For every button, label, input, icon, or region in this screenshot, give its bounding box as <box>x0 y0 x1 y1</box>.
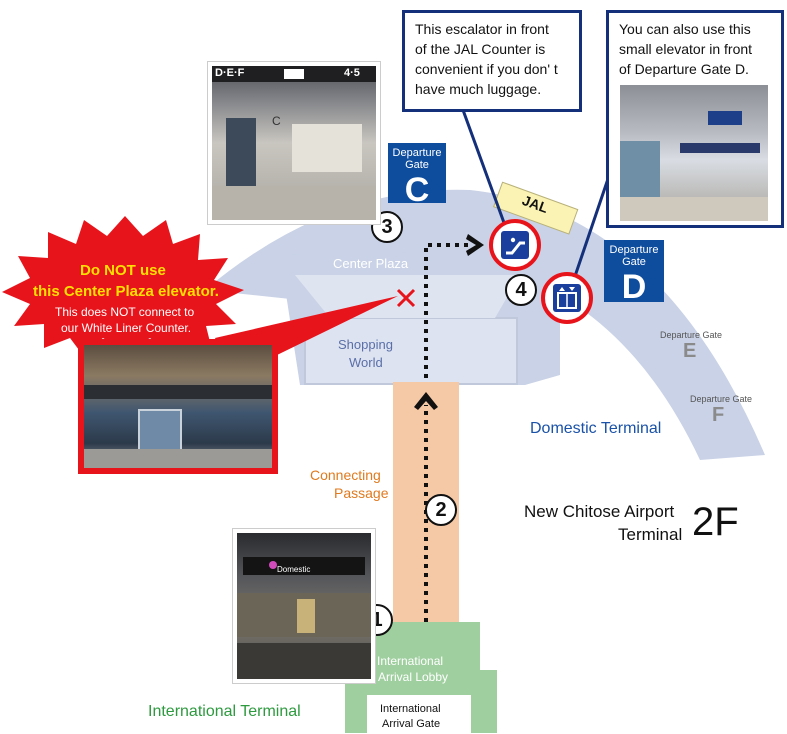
escalator-icon[interactable] <box>501 231 529 259</box>
photo-sign-45: 4·5 <box>344 67 360 79</box>
shopping-world-label1: Shopping <box>338 337 393 352</box>
arrow-up-icon <box>414 392 438 410</box>
jal-counter <box>493 181 579 235</box>
escalator-callout-line4: have much luggage. <box>415 81 542 97</box>
international-terminal-label: International Terminal <box>148 703 301 720</box>
photo-sign-domestic: Domestic <box>277 565 311 574</box>
gate-d-small2: Gate <box>622 256 646 268</box>
domestic-terminal-label: Domestic Terminal <box>530 420 662 437</box>
gate-c-small1: Departure <box>392 147 442 159</box>
gate-e-small: Departure Gate <box>660 330 723 340</box>
step-4-marker: 4 <box>505 274 537 306</box>
warning-starburst <box>2 216 244 354</box>
title-floor: 2F <box>692 500 739 544</box>
elevator-icon[interactable] <box>553 284 581 312</box>
arrow-right-icon <box>466 234 484 256</box>
gate-e-letter: E <box>683 340 697 362</box>
warning-line1: Do NOT use <box>80 262 166 279</box>
title-line2: Terminal <box>618 525 683 544</box>
intl-gate-label2: Arrival Gate <box>382 718 441 730</box>
center-plaza-elevator-photo <box>78 339 278 474</box>
gate-c-photo: D·E·F 4·5 C <box>208 62 380 224</box>
elevator-callout-line1: You can also use this <box>619 21 751 37</box>
gate-c-letter: C <box>404 171 430 209</box>
step-2-marker: 2 <box>425 494 457 526</box>
international-passage-photo: Domestic <box>233 529 375 683</box>
shopping-world-box <box>304 317 518 385</box>
connecting-passage-label1: Connecting <box>310 467 381 483</box>
center-plaza-label: Center Plaza <box>333 256 409 271</box>
elevator-photo <box>620 85 768 221</box>
intl-gate-label1: International <box>380 703 441 715</box>
gate-d-badge: Departure Gate D <box>604 240 664 306</box>
connecting-passage-label2: Passage <box>334 485 389 501</box>
elevator-callout: You can also use this small elevator in … <box>606 10 784 228</box>
intl-lobby-label2: Arrival Lobby <box>378 670 449 684</box>
gate-d-letter: D <box>621 268 647 306</box>
gate-d-small1: Departure <box>609 244 659 256</box>
escalator-callout-line1: This escalator in front <box>415 21 549 37</box>
photo-sign-def: D·E·F <box>215 67 245 79</box>
gate-f-letter: F <box>712 404 725 426</box>
gate-c-badge: Departure Gate C <box>388 143 446 209</box>
shopping-world-label2: World <box>349 355 383 370</box>
gate-f-small: Departure Gate <box>690 394 753 404</box>
warning-line3: This does NOT connect to <box>55 305 195 319</box>
elevator-callout-line2: small elevator in front <box>619 41 753 57</box>
intl-lobby-label1: International <box>377 654 444 668</box>
warning-line4: our White Liner Counter. <box>61 321 192 335</box>
escalator-callout-line2: of the JAL Counter is <box>415 41 546 57</box>
photo-sign-c: C <box>272 114 281 128</box>
escalator-callout-line3: convenient if you don' t <box>415 61 558 77</box>
title-line1: New Chitose Airport <box>524 502 675 521</box>
gate-c-small2: Gate <box>405 159 429 171</box>
elevator-callout-line3: of Departure Gate D. <box>619 61 749 77</box>
warning-line2: this Center Plaza elevator. <box>33 283 219 300</box>
escalator-callout: This escalator in front of the JAL Count… <box>402 10 582 112</box>
cross-mark-icon <box>396 288 416 308</box>
